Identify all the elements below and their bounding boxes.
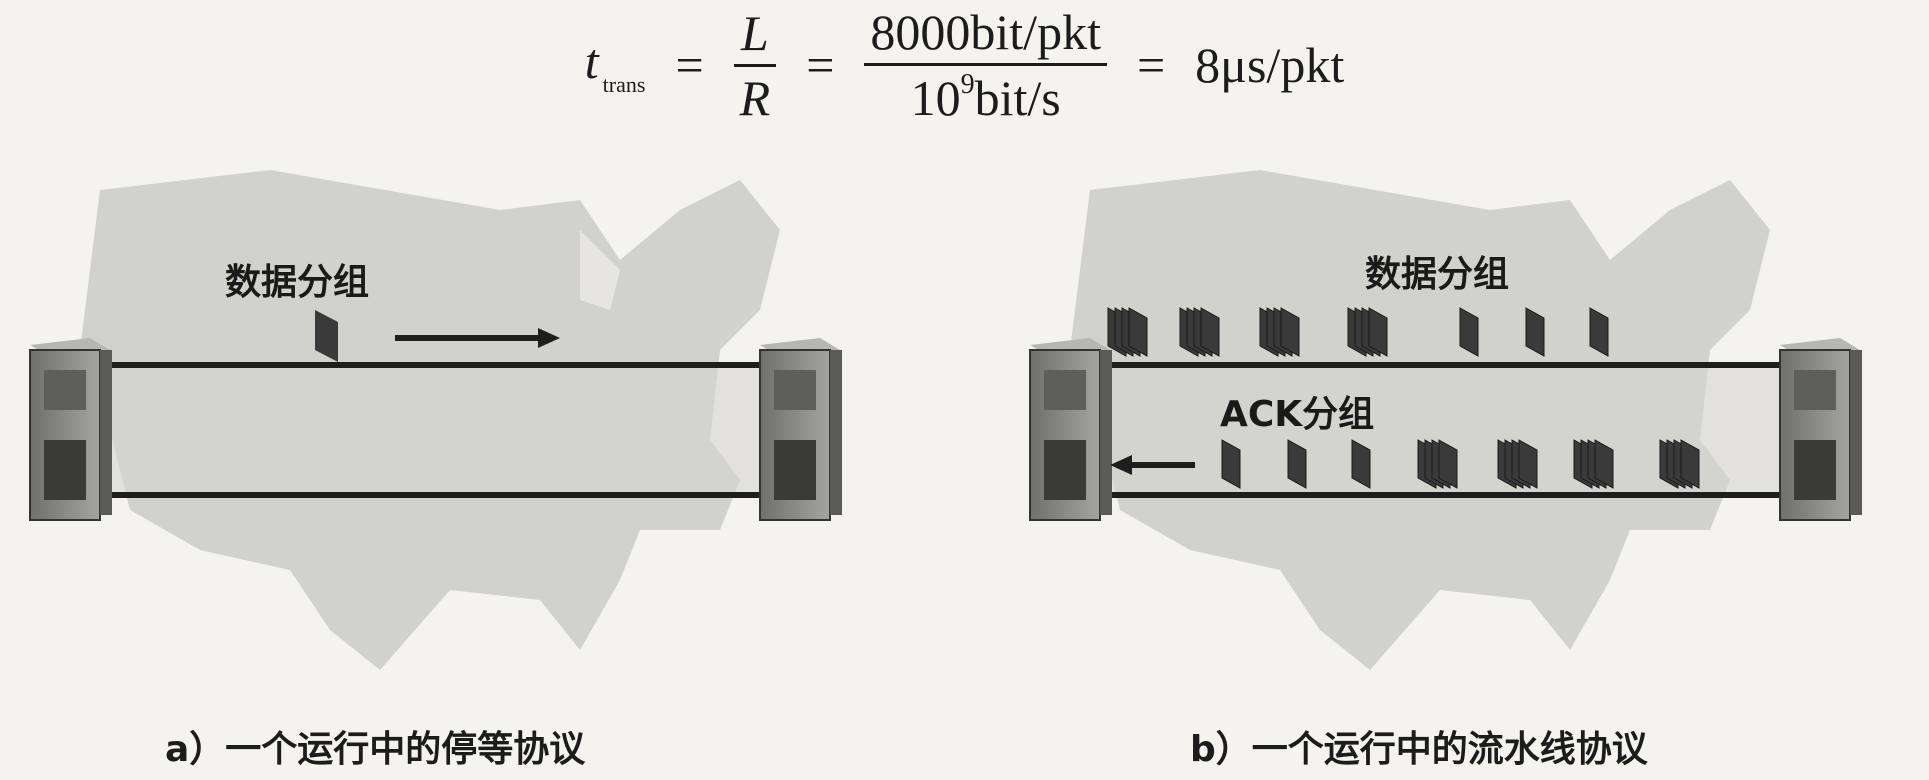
receiver-server-icon [1779, 338, 1862, 521]
pipelined-diagram [1029, 170, 1862, 670]
sender-server-icon [29, 338, 112, 521]
data-packet-label-a: 数据分组 [225, 262, 370, 303]
ack-packet-icon [1221, 439, 1241, 489]
stop-and-wait-diagram [29, 170, 842, 670]
data-packet-icon [315, 310, 338, 362]
data-packet-icon [1459, 307, 1479, 357]
fraction-l-over-r: L R [733, 6, 777, 125]
equals-sign: = [1136, 37, 1166, 93]
ack-packet-icon [1287, 439, 1307, 489]
receiver-server-icon [759, 338, 842, 521]
ack-packet-icon [1497, 439, 1538, 489]
data-packet-icon [1589, 307, 1609, 357]
data-packets-label-b: 数据分组 [1365, 254, 1510, 295]
data-packet-icon [1259, 307, 1300, 357]
data-packet-icon [1107, 307, 1148, 357]
formula-result: 8μs/pkt [1195, 37, 1345, 93]
data-packet-icon [1179, 307, 1220, 357]
data-packet-icon [1525, 307, 1545, 357]
ack-packet-icon [1573, 439, 1614, 489]
caption-a: a）一个运行中的停等协议 [165, 729, 586, 770]
data-packet-icon [1347, 307, 1388, 357]
equals-sign: = [806, 37, 835, 93]
fraction-values: 8000bit/pkt 109bit/s [864, 5, 1107, 125]
ack-packet-icon [1659, 439, 1700, 489]
ack-packet-icon [1417, 439, 1458, 489]
caption-b: b）一个运行中的流水线协议 [1190, 729, 1648, 770]
sender-server-icon [1029, 338, 1112, 521]
ack-packet-icon [1351, 439, 1371, 489]
ack-packets-label: ACK分组 [1220, 394, 1375, 435]
equals-sign: = [675, 37, 704, 93]
